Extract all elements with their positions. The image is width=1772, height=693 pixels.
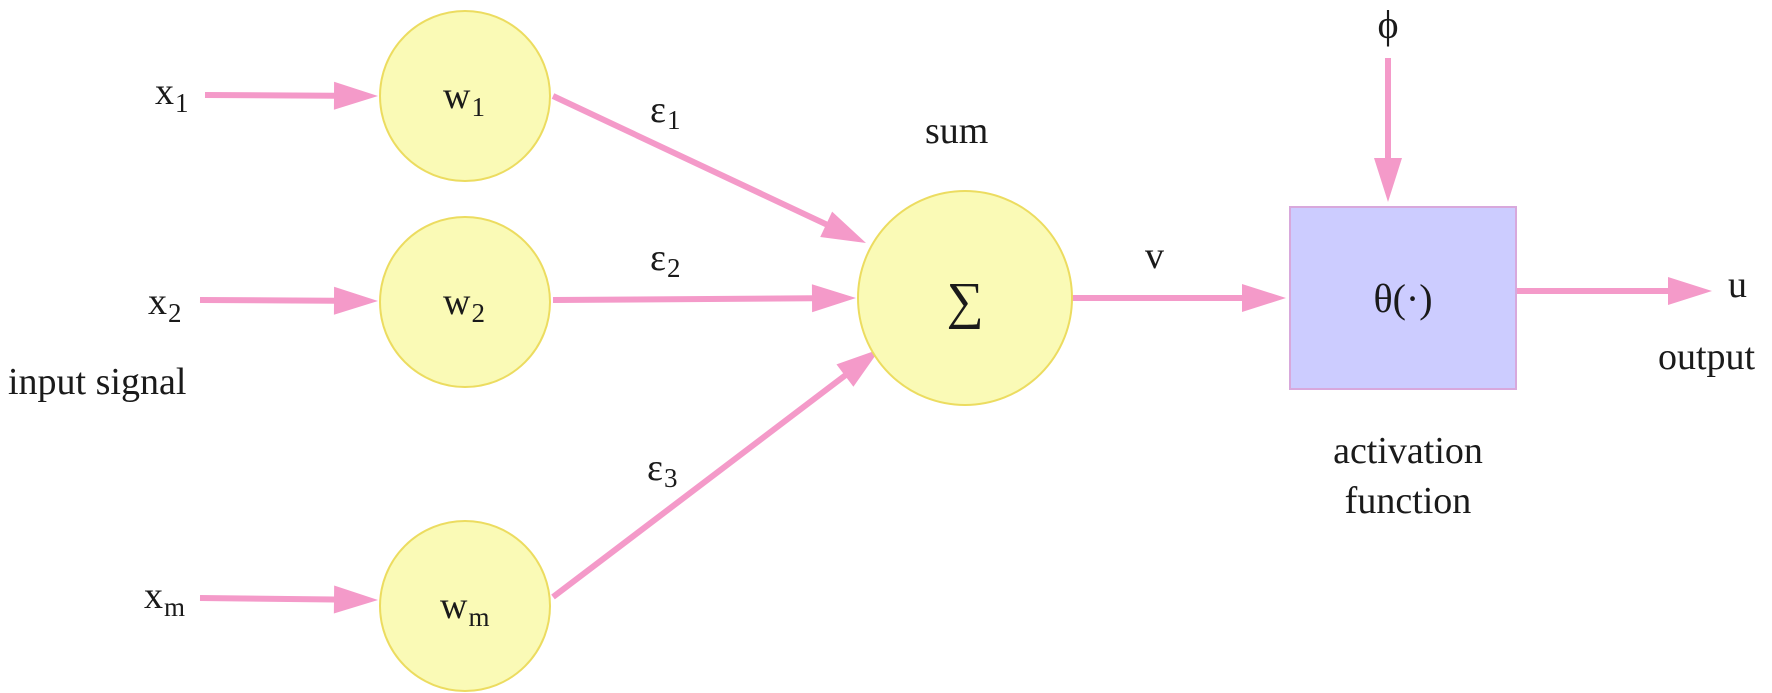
arrow-w1-to-sum xyxy=(551,93,866,243)
output-u-label: u xyxy=(1728,264,1747,306)
edge-label-2: ε2 xyxy=(650,237,680,283)
input-label-1: x1 xyxy=(155,71,189,118)
arrow-w2-to-sum xyxy=(552,284,856,313)
input-label-m: xm xyxy=(144,575,185,622)
theta-function-label: θ(·) xyxy=(1373,276,1432,321)
arrow-x2-to-w2 xyxy=(199,286,378,315)
weight-label-2: w2 xyxy=(443,281,485,328)
input-label-2: x2 xyxy=(148,281,182,328)
phi-label: ϕ xyxy=(1377,2,1398,47)
weight-label-1: w1 xyxy=(443,75,485,122)
edge-label-1: ε1 xyxy=(650,89,680,135)
activation-caption-line1: activation xyxy=(1333,430,1483,472)
sum-node xyxy=(857,190,1073,406)
arrow-wm-to-sum xyxy=(551,349,880,600)
output-caption: output xyxy=(1658,336,1756,378)
sigma-symbol: ∑ xyxy=(946,273,983,330)
v-label: v xyxy=(1145,235,1164,277)
weight-node-m xyxy=(379,520,551,692)
arrow-sum-to-activation xyxy=(1072,284,1286,312)
weight-node-2 xyxy=(379,216,551,388)
sum-caption: sum xyxy=(925,110,988,152)
arrow-activation-to-output xyxy=(1516,277,1712,305)
arrow-phi-to-activation xyxy=(1374,58,1402,202)
arrow-xm-to-wm xyxy=(199,585,378,614)
weight-label-m: wm xyxy=(440,585,489,632)
activation-box xyxy=(1289,206,1517,390)
connection-arrows xyxy=(199,58,1712,614)
weight-node-1 xyxy=(379,10,551,182)
arrow-x1-to-w1 xyxy=(204,81,378,110)
activation-caption-line2: function xyxy=(1345,480,1472,522)
edge-label-3: ε3 xyxy=(647,447,677,493)
input-signal-caption: input signal xyxy=(8,361,186,403)
